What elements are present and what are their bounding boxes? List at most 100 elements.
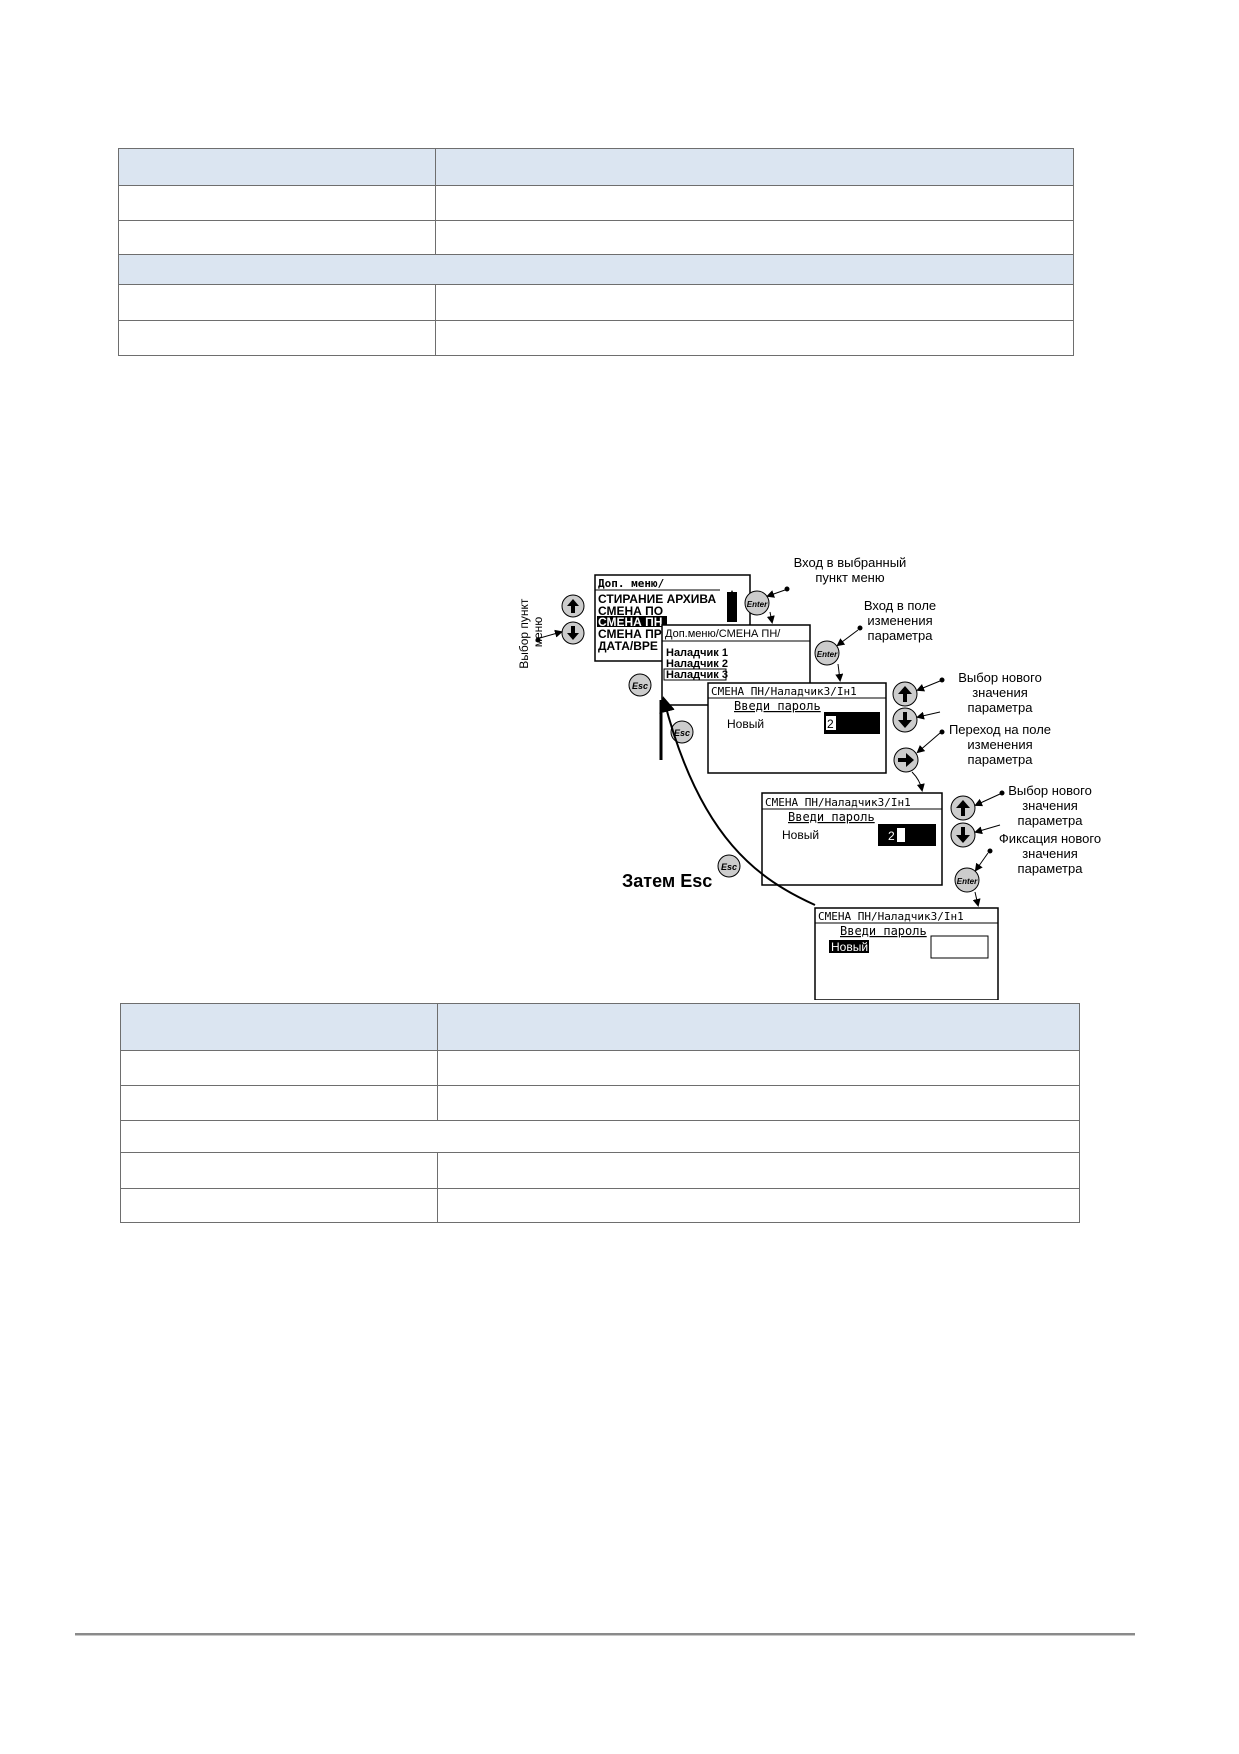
arrow-right-icon[interactable] (893, 747, 919, 773)
table-row (119, 185, 1073, 220)
header-cell (437, 1004, 1079, 1050)
svg-text:значения: значения (1022, 798, 1078, 813)
table-row (119, 320, 1073, 355)
screen-title: СМЕНА ПН/Наладчик3/Iн1 (765, 796, 911, 809)
label-then-esc: Затем Esc (622, 871, 712, 891)
screen-title: СМЕНА ПН/Наладчик3/Iн1 (711, 685, 857, 698)
table-section-row (119, 254, 1073, 284)
table-cell (121, 1189, 439, 1222)
table-section-row (121, 1120, 1079, 1152)
label-select-new-value: Выбор нового (958, 670, 1042, 685)
table-row (121, 1085, 1079, 1120)
table-header-row (119, 149, 1073, 185)
menu-item: СМЕНА ПО (598, 604, 663, 618)
svg-text:значения: значения (1022, 846, 1078, 861)
label-select-new-value-2: Выбор нового (1008, 783, 1092, 798)
table-cell (119, 321, 437, 355)
svg-text:параметра: параметра (868, 628, 934, 643)
esc-button-icon[interactable]: Esc (628, 673, 652, 697)
svg-text:Выбор пункт меню: Выбор пункт меню (517, 595, 545, 669)
password-screen-2: СМЕНА ПН/Наладчик3/Iн1 Введи пароль Новы… (761, 792, 943, 886)
table-row (121, 1050, 1079, 1085)
table-cell (121, 1153, 439, 1188)
section-cell (119, 255, 1073, 284)
arrow-down-icon[interactable] (892, 707, 918, 733)
svg-text:параметра: параметра (1018, 861, 1084, 876)
field-label: Новый (727, 717, 764, 731)
enter-button-icon[interactable]: Enter (954, 867, 980, 893)
label-enter-field: Вход в поле (864, 598, 936, 613)
label-select-menu-item: Выбор пункт меню (517, 595, 545, 669)
arrow-up-icon[interactable] (561, 594, 585, 618)
field-label-selected: Новый (831, 940, 868, 954)
submenu-title: Доп.меню/СМЕНА ПН/ (665, 628, 781, 640)
table-cell (119, 186, 437, 220)
svg-text:значения: значения (972, 685, 1028, 700)
table-cell (437, 1153, 1079, 1188)
label-fix-new-value: Фиксация нового (999, 831, 1101, 846)
table-cell (437, 1189, 1079, 1222)
field-label: Новый (782, 828, 819, 842)
svg-text:параметра: параметра (968, 752, 1034, 767)
field-value: 2 (888, 829, 895, 843)
table-row (119, 220, 1073, 254)
svg-text:Esc: Esc (632, 681, 648, 691)
label-enter-selected: Вход в выбранный (794, 555, 907, 570)
enter-button-icon[interactable]: Enter (744, 590, 770, 616)
arrow-up-icon[interactable] (892, 681, 918, 707)
menu-title: Доп. меню/ (598, 577, 665, 590)
table-row (119, 284, 1073, 320)
table-row (121, 1188, 1079, 1222)
section-cell (121, 1121, 1079, 1152)
table-cell (437, 1051, 1079, 1085)
footer-rule (75, 1633, 1135, 1636)
svg-text:Enter: Enter (957, 877, 978, 886)
svg-text:параметра: параметра (968, 700, 1034, 715)
arrow-down-icon[interactable] (950, 822, 976, 848)
svg-text:Esc: Esc (721, 862, 737, 872)
table-cell (435, 221, 1073, 254)
svg-text:изменения: изменения (867, 613, 932, 628)
menu-item: СМЕНА ПР (598, 627, 662, 641)
submenu-item-selected: Наладчик 3 (666, 669, 728, 681)
svg-text:пункт меню: пункт меню (815, 570, 884, 585)
table-cell (435, 285, 1073, 320)
submenu-item: Наладчик 2 (666, 658, 728, 670)
esc-button-icon[interactable]: Esc (670, 720, 694, 744)
table-cell (119, 221, 437, 254)
label-move-to-field: Переход на поле (949, 722, 1051, 737)
password-screen-3: СМЕНА ПН/Наладчик3/Iн1 Введи пароль Новы… (814, 907, 999, 1000)
table-cell (435, 321, 1073, 355)
table-header-row (121, 1004, 1079, 1050)
prompt-text: Введи пароль (840, 924, 927, 938)
header-cell (119, 149, 437, 185)
header-cell (435, 149, 1073, 185)
password-screen-1: СМЕНА ПН/Наладчик3/Iн1 Введи пароль Новы… (707, 682, 887, 774)
svg-text:Enter: Enter (747, 600, 768, 609)
menu-item: ДАТА/ВРЕ (598, 639, 658, 653)
menu-item: СТИРАНИЕ АРХИВА (598, 592, 716, 606)
svg-text:изменения: изменения (967, 737, 1032, 752)
top-table (118, 148, 1074, 356)
password-change-diagram: Доп. меню/ СТИРАНИЕ АРХИВА СМЕНА ПО СМЕН… (517, 555, 1101, 1000)
arrow-down-icon[interactable] (561, 621, 585, 645)
table-cell (121, 1086, 439, 1120)
submenu-item: Наладчик 1 (666, 647, 728, 659)
svg-text:Esc: Esc (674, 728, 690, 738)
header-cell (121, 1004, 439, 1050)
enter-button-icon[interactable]: Enter (814, 640, 840, 666)
table-cell (437, 1086, 1079, 1120)
svg-text:Enter: Enter (817, 650, 838, 659)
esc-button-icon[interactable]: Esc (717, 854, 741, 878)
svg-text:параметра: параметра (1018, 813, 1084, 828)
prompt-text: Введи пароль (788, 810, 875, 824)
screen-title: СМЕНА ПН/Наладчик3/Iн1 (818, 910, 964, 923)
table-cell (121, 1051, 439, 1085)
table-cell (435, 186, 1073, 220)
field-value: 2 (827, 717, 834, 731)
prompt-text: Введи пароль (734, 699, 821, 713)
table-cell (119, 285, 437, 320)
arrow-up-icon[interactable] (950, 795, 976, 821)
menu-item-selected: СМЕНА ПН (598, 615, 662, 629)
table-row (121, 1152, 1079, 1188)
